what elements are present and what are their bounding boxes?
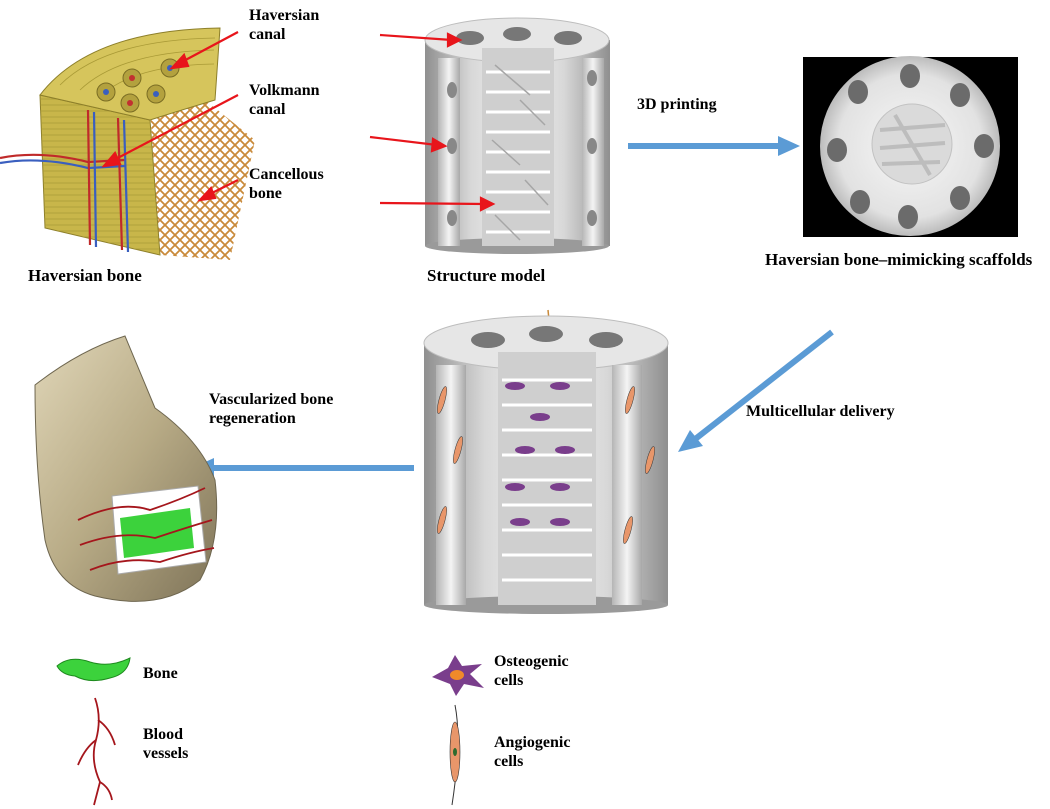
- step-vascularized-regeneration: Vascularized bone regeneration: [209, 391, 334, 428]
- femur-illustration: [34, 335, 218, 602]
- printing-arrow: [628, 136, 800, 156]
- caption-structure-model: Structure model: [427, 266, 546, 285]
- legend-label-angiogenic-cells: Angiogenic cells: [494, 734, 571, 771]
- bone-vessels: [0, 109, 130, 253]
- label-volkmann-canal: Volkmann canal: [249, 82, 320, 119]
- cell-seeded-scaffold: [423, 309, 669, 614]
- model-struts: [486, 70, 550, 234]
- regeneration-arrow: [192, 458, 414, 478]
- legend-vessel-icon: [77, 697, 116, 806]
- label-cancellous-bone: Cancellous bone: [249, 166, 324, 203]
- legend-label-blood-vessels: Blood vessels: [143, 726, 189, 763]
- legend-bone-icon: [56, 657, 131, 682]
- legend-label-osteogenic-cells: Osteogenic cells: [494, 653, 569, 690]
- scaffold-photo: [803, 56, 1018, 237]
- legend-osteogenic-icon: [432, 655, 484, 696]
- angiogenic-cells-in-scaffold: [437, 386, 655, 544]
- label-haversian-canal: Haversian canal: [249, 7, 320, 44]
- osteogenic-cells-in-scaffold: [505, 382, 575, 526]
- cancellous-lattice: [150, 100, 255, 260]
- model-pointer-arrows: [369, 32, 496, 212]
- osteon-rings: [96, 58, 180, 113]
- haversian-bone-illustration: [0, 27, 255, 260]
- legend-label-bone: Bone: [143, 665, 178, 682]
- delivery-arrow: [678, 329, 834, 452]
- caption-haversian-bone: Haversian bone: [28, 266, 142, 285]
- step-multicellular-delivery: Multicellular delivery: [746, 403, 895, 420]
- structure-model-illustration: [369, 17, 610, 254]
- legend-graphics: [56, 655, 484, 806]
- caption-scaffolds: Haversian bone–mimicking scaffolds: [765, 250, 1033, 269]
- step-3d-printing: 3D printing: [637, 96, 717, 113]
- bone-pointer-arrows: [101, 31, 239, 202]
- legend-angiogenic-icon: [449, 704, 461, 806]
